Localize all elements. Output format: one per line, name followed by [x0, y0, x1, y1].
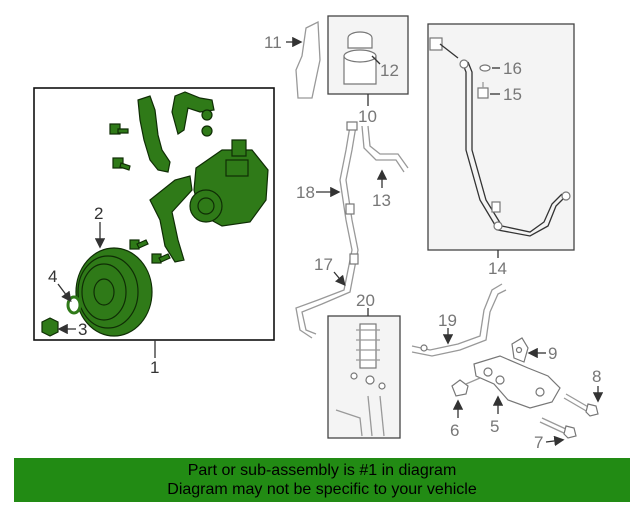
power-steering-pump — [189, 139, 269, 227]
o-ring-16 — [479, 64, 491, 72]
callout-16[interactable]: 16 — [503, 59, 522, 78]
bracket-5 — [473, 355, 561, 409]
return-line-19 — [411, 283, 507, 357]
banner-line-1: Part or sub-assembly is #1 in diagram — [187, 462, 457, 479]
callout-8[interactable]: 8 — [592, 367, 601, 386]
callout-18[interactable]: 18 — [296, 183, 315, 202]
clip-9 — [511, 337, 529, 363]
callout-4[interactable]: 4 — [48, 267, 57, 286]
callout-12[interactable]: 12 — [380, 61, 399, 80]
callout-1[interactable]: 1 — [150, 358, 159, 377]
callout-13[interactable]: 13 — [372, 191, 391, 210]
callout-7[interactable]: 7 — [534, 433, 543, 452]
pressure-hose-box — [427, 23, 575, 251]
callout-9[interactable]: 9 — [548, 344, 557, 363]
suction-hose-13 — [361, 125, 409, 173]
pump-pulley — [75, 247, 153, 337]
callout-11[interactable]: 11 — [264, 33, 282, 52]
callout-3[interactable]: 3 — [78, 320, 87, 339]
callout-17[interactable]: 17 — [314, 255, 333, 274]
callout-20[interactable]: 20 — [356, 291, 375, 310]
info-banner: Part or sub-assembly is #1 in diagram Di… — [14, 458, 630, 502]
callout-5[interactable]: 5 — [490, 417, 499, 436]
pump-bracket — [137, 91, 215, 173]
mounting-bolts — [109, 123, 171, 264]
callout-6[interactable]: 6 — [450, 421, 459, 440]
callout-14[interactable]: 14 — [488, 259, 507, 278]
callout-15[interactable]: 15 — [503, 85, 522, 104]
callout-19[interactable]: 19 — [438, 311, 457, 330]
bolt-6 — [451, 377, 481, 397]
cooler-assembly — [335, 323, 386, 437]
bolt-8 — [563, 393, 599, 417]
return-line-18 — [295, 121, 359, 339]
pulley-nut — [41, 317, 59, 337]
banner-line-2: Diagram may not be specific to your vehi… — [167, 481, 477, 498]
callout-2[interactable]: 2 — [94, 204, 103, 223]
reservoir — [343, 31, 377, 85]
bolt-15 — [477, 82, 489, 99]
bracket-plate — [149, 175, 193, 263]
callout-10[interactable]: 10 — [358, 107, 377, 126]
bracket-11 — [295, 20, 321, 99]
bolt-7 — [539, 417, 577, 439]
pressure-hose — [429, 37, 571, 237]
